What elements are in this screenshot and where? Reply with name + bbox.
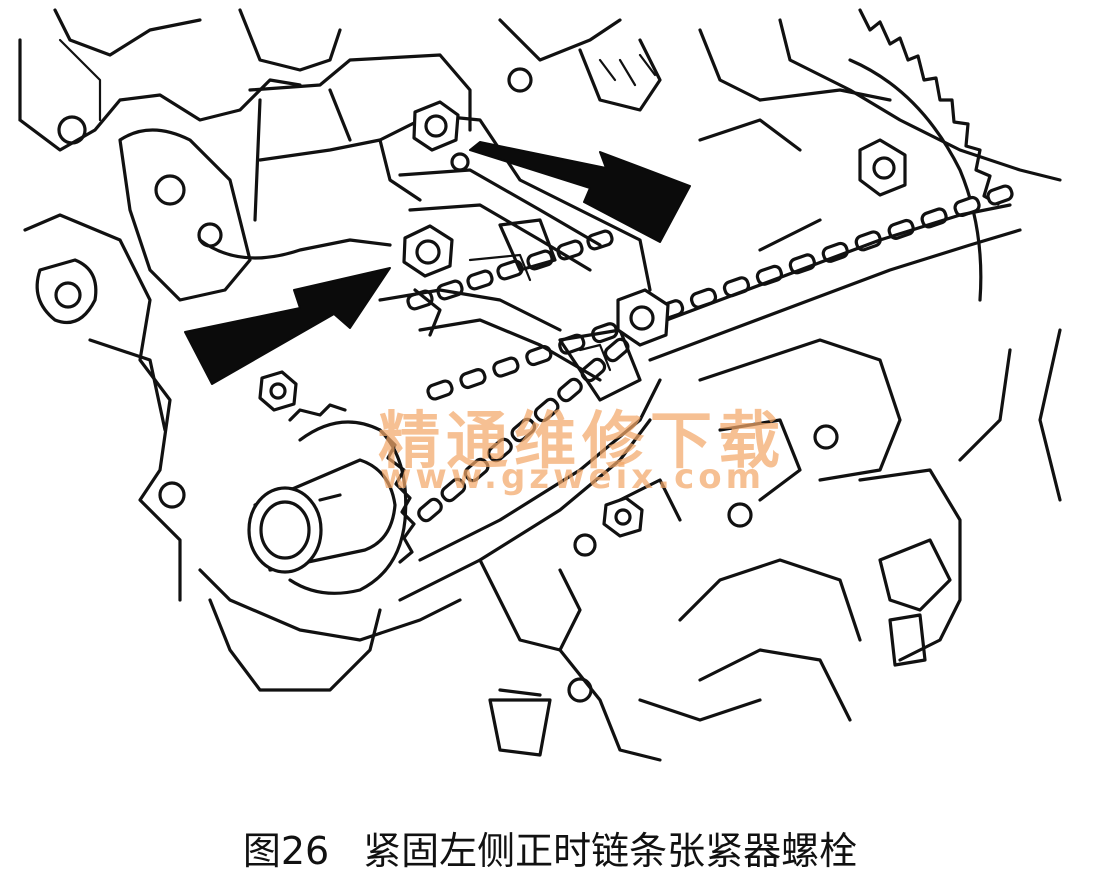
watermark: 精通维修下载 www.gzweix.com (378, 404, 786, 497)
chain-link (440, 477, 467, 503)
camshaft-sprocket (758, 8, 1000, 302)
watermark-url: www.gzweix.com (380, 457, 765, 497)
tensioner-bolt-lower (402, 224, 454, 278)
arrow-upper-bolt (469, 141, 691, 243)
chain-link (510, 417, 537, 443)
arrow-lower-bolt (184, 267, 391, 385)
figure-label: 图26 (242, 828, 330, 873)
chain-link (986, 184, 1014, 206)
chain-link (436, 279, 464, 301)
engine-diagram: 精通维修下载 www.gzweix.com (18, 8, 1062, 762)
chain-link (586, 229, 614, 251)
tensioner-bolt-upper (412, 100, 460, 152)
housing-right (602, 118, 1062, 722)
guide-bolt (616, 288, 670, 347)
chain-link (533, 397, 560, 423)
crankshaft-sprocket (288, 403, 416, 595)
chain-link (492, 356, 520, 378)
figure-caption: 图26 紧固左侧正时链条张紧器螺栓 (0, 812, 1100, 882)
chain-link (417, 497, 443, 523)
chain-guide (398, 203, 1022, 602)
engine-block-left (18, 8, 392, 602)
crankshaft-sleeve (247, 458, 397, 574)
chain-link (459, 368, 487, 390)
chain-link (426, 379, 454, 401)
chain-link (466, 269, 494, 291)
chain-link (463, 457, 490, 483)
chain-link (496, 259, 524, 281)
chain-link (487, 437, 513, 463)
watermark-text: 精通维修下载 (378, 404, 786, 477)
lower-housing (198, 424, 839, 762)
figure-title: 紧固左侧正时链条张紧器螺栓 (363, 828, 858, 873)
chain-link (821, 241, 849, 263)
bolt-left (258, 370, 298, 412)
chain-link (557, 377, 583, 403)
